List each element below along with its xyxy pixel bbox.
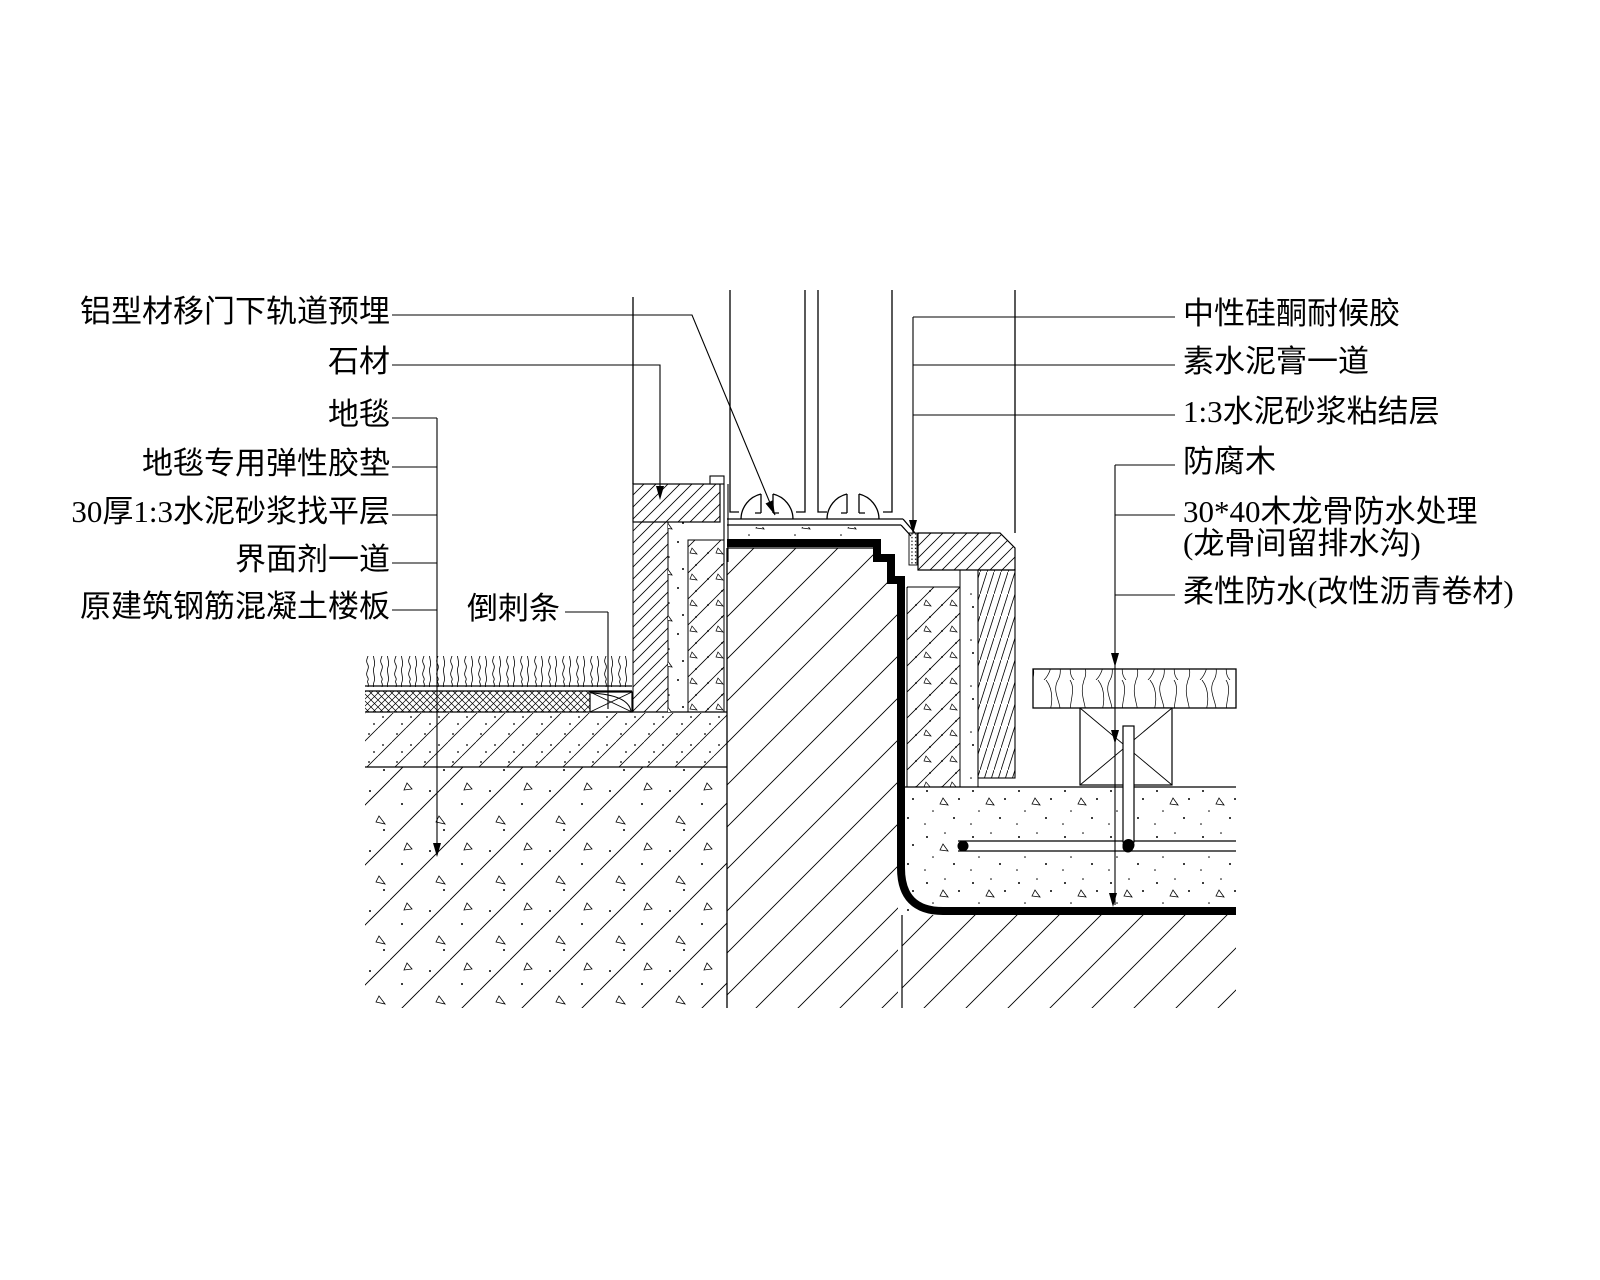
- label-leveling-mortar: 30厚1:3水泥砂浆找平层: [71, 494, 390, 529]
- right-callouts: 中性硅酮耐候胶 素水泥膏一道 1:3水泥砂浆粘结层 防腐木 30*40木龙骨防水…: [1183, 296, 1514, 609]
- mortar-under-track: [729, 527, 875, 539]
- label-carpet: 地毯: [328, 397, 390, 432]
- label-cement-paste: 素水泥膏一道: [1183, 344, 1369, 379]
- label-carpet-pad: 地毯专用弹性胶垫: [142, 446, 390, 481]
- stone-skirting-panel: [977, 569, 1016, 779]
- label-tack-strip: 倒刺条: [467, 591, 560, 626]
- door-frame-lines: [632, 290, 1016, 533]
- leader-lines: [392, 314, 1175, 905]
- bonding-mortar-block: [906, 586, 960, 787]
- waterproof-membrane: [727, 539, 1236, 915]
- label-aluminium-track: 铝型材移门下轨道预埋: [80, 294, 390, 329]
- structural-slab: [365, 767, 727, 1008]
- label-wood-keel-note: (龙骨间留排水沟): [1183, 526, 1421, 561]
- label-flexible-waterproofing: 柔性防水(改性沥青卷材): [1183, 574, 1514, 609]
- lower-structural-slab: [901, 915, 1236, 1008]
- keel-anchor: [1122, 725, 1135, 851]
- carpet-layer: [365, 656, 632, 692]
- left-callouts: 铝型材移门下轨道预埋 石材 地毯 地毯专用弹性胶垫 30厚1:3水泥砂浆找平层 …: [71, 294, 560, 626]
- label-silicone-sealant: 中性硅酮耐候胶: [1183, 296, 1400, 331]
- tack-strip: [589, 691, 633, 713]
- cement-paste-strip: [959, 570, 979, 787]
- carpet-pad-layer: [365, 691, 590, 712]
- leader-arrows: [433, 486, 1119, 907]
- label-original-slab: 原建筑钢筋混凝土楼板: [80, 589, 390, 624]
- label-preserved-wood: 防腐木: [1183, 444, 1276, 479]
- concrete-step: [726, 547, 898, 1008]
- label-stone: 石材: [328, 344, 390, 379]
- leveling-layer: [365, 711, 727, 768]
- label-bonding-mortar: 1:3水泥砂浆粘结层: [1183, 394, 1440, 429]
- silicone-sealant-strip: [908, 532, 918, 566]
- rebar: [957, 840, 1236, 853]
- label-interface-agent: 界面剂一道: [235, 542, 390, 577]
- stone-base-block: [917, 532, 1016, 571]
- label-wood-keel: 30*40木龙骨防水处理: [1183, 494, 1478, 529]
- stone-upstand: [632, 483, 725, 713]
- wood-deck: [1032, 668, 1237, 709]
